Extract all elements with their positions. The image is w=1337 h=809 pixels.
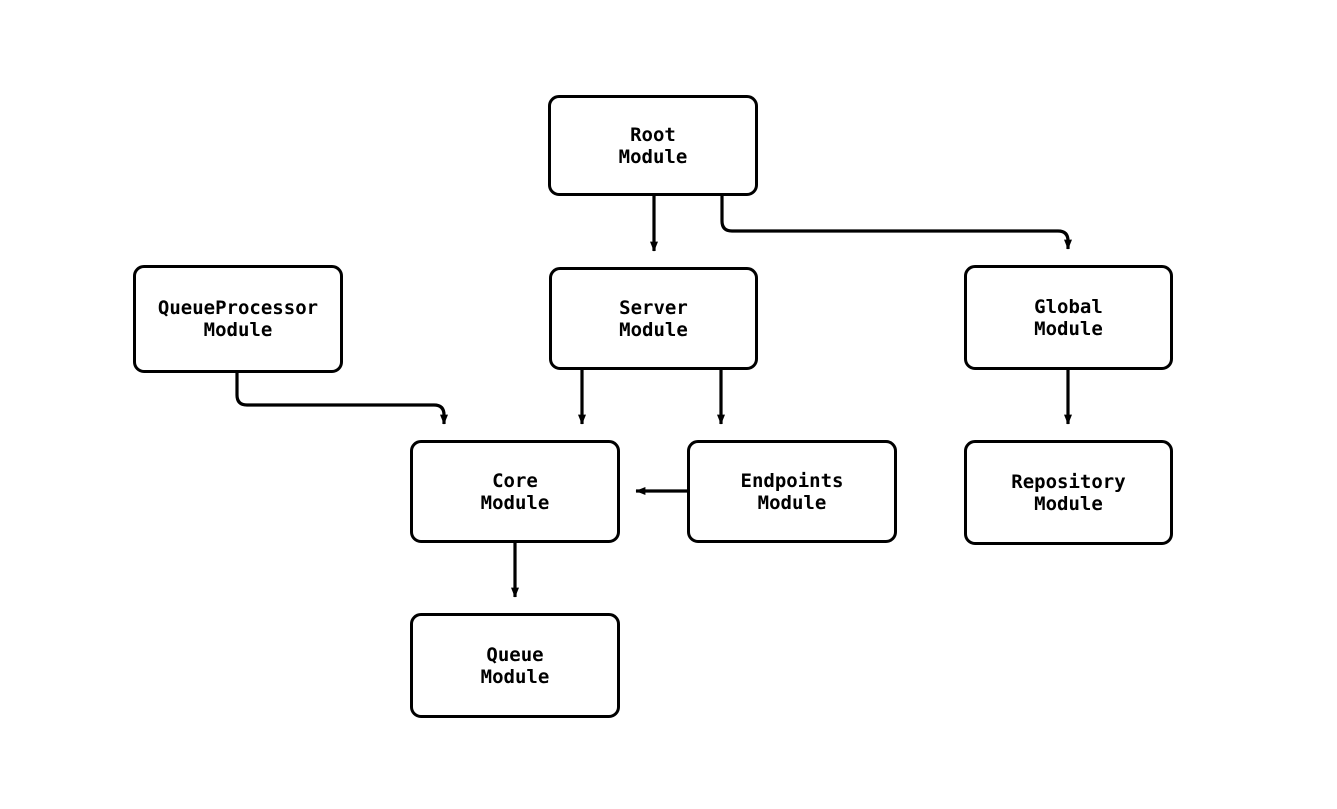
node-label-line1: Core [492, 469, 538, 492]
node-label-line2: Module [480, 665, 550, 688]
node-label-line2: Module [203, 319, 273, 341]
node-label-line2: Module [757, 491, 827, 514]
node-label-line1: Queue [486, 643, 544, 666]
edge-queueprocessor-to-core [235, 373, 448, 425]
node-label-line1: Server [619, 296, 688, 319]
node-core-module[interactable]: Core Module [410, 440, 620, 543]
node-label-line1: QueueProcessor [157, 297, 319, 319]
node-label-line1: Root [630, 123, 676, 146]
node-server-module[interactable]: Server Module [549, 267, 758, 370]
node-label-line2: Module [619, 318, 688, 341]
node-label-line2: Module [618, 145, 688, 168]
edge-root-to-global [720, 196, 1072, 250]
node-label-line1: Global [1034, 295, 1103, 318]
node-label-line2: Module [1034, 317, 1103, 340]
node-label-line2: Module [480, 491, 550, 514]
node-global-module[interactable]: Global Module [964, 265, 1173, 370]
node-queueprocessor-module[interactable]: QueueProcessor Module [133, 265, 343, 373]
node-repository-module[interactable]: Repository Module [964, 440, 1173, 545]
node-label-line1: Endpoints [740, 469, 844, 492]
node-label-line2: Module [1034, 492, 1103, 515]
node-queue-module[interactable]: Queue Module [410, 613, 620, 718]
node-label-line1: Repository [1011, 470, 1126, 493]
node-root-module[interactable]: Root Module [548, 95, 758, 196]
node-endpoints-module[interactable]: Endpoints Module [687, 440, 897, 543]
